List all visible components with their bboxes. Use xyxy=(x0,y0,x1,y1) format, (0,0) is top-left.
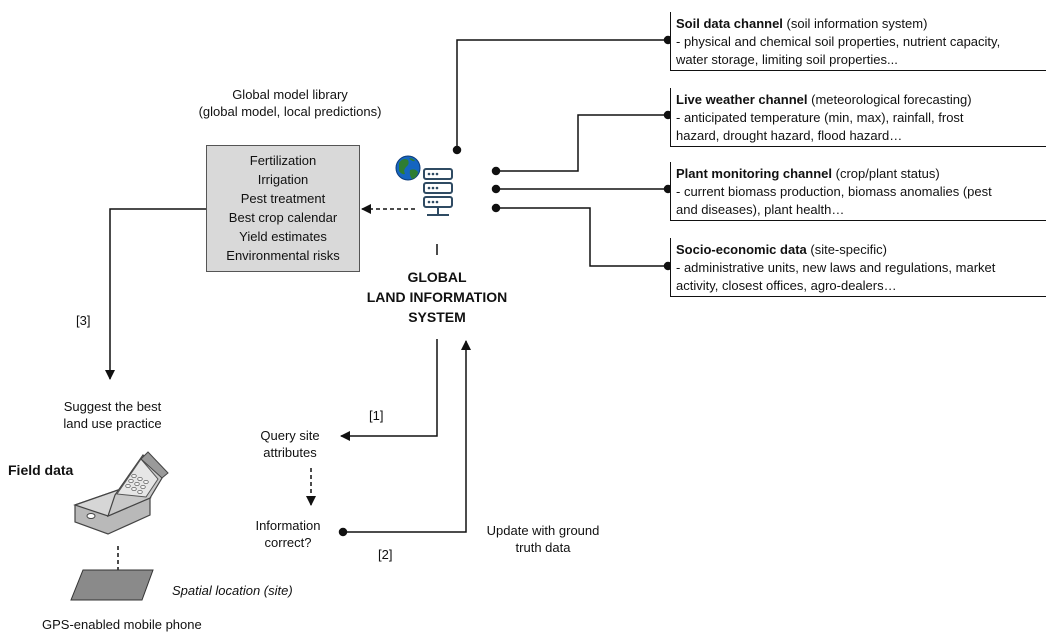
plant-channel-box: Plant monitoring channel (crop/plant sta… xyxy=(670,162,1046,221)
library-item: Best crop calendar xyxy=(228,210,338,225)
information-correct-label: Information correct? xyxy=(255,518,321,550)
suggest-label: Suggest the best land use practice xyxy=(63,399,162,431)
mobile-phone-icon xyxy=(73,451,169,535)
site-parallelogram xyxy=(70,569,154,601)
library-item: Pest treatment xyxy=(240,191,326,206)
step2-label: [2] xyxy=(378,547,393,562)
step1-label: [1] xyxy=(369,408,384,423)
step3-arrow xyxy=(105,208,206,380)
server-icon xyxy=(423,168,453,216)
socio-connector xyxy=(496,207,668,267)
query-label: Query site attributes xyxy=(260,428,320,460)
globe-icon xyxy=(395,155,421,181)
library-item: Yield estimates xyxy=(239,229,327,244)
soil-connector xyxy=(456,39,668,150)
step3-label: [3] xyxy=(76,313,91,328)
field-data-label: Field data xyxy=(8,462,74,478)
weather-connector xyxy=(496,114,668,172)
weather-channel-box: Live weather channel (meteorological for… xyxy=(670,88,1046,147)
library-item: Irrigation xyxy=(257,172,309,187)
library-item: Environmental risks xyxy=(226,248,340,263)
soil-channel-box: Soil data channel (soil information syst… xyxy=(670,12,1046,71)
library-title: Global model library (global model, loca… xyxy=(198,87,382,119)
socio-economic-channel-box: Socio-economic data (site-specific) - ad… xyxy=(670,238,1046,297)
library-item: Fertilization xyxy=(249,153,317,168)
phone-caption: GPS-enabled mobile phone xyxy=(42,617,202,632)
spatial-location-label: Spatial location (site) xyxy=(172,583,293,598)
update-label: Update with ground truth data xyxy=(486,523,600,555)
step1-arrow xyxy=(340,339,438,441)
model-library-box: Fertilization Irrigation Pest treatment … xyxy=(206,145,360,272)
system-label: GLOBAL LAND INFORMATION SYSTEM xyxy=(366,269,508,325)
step2-arrow xyxy=(343,340,471,533)
